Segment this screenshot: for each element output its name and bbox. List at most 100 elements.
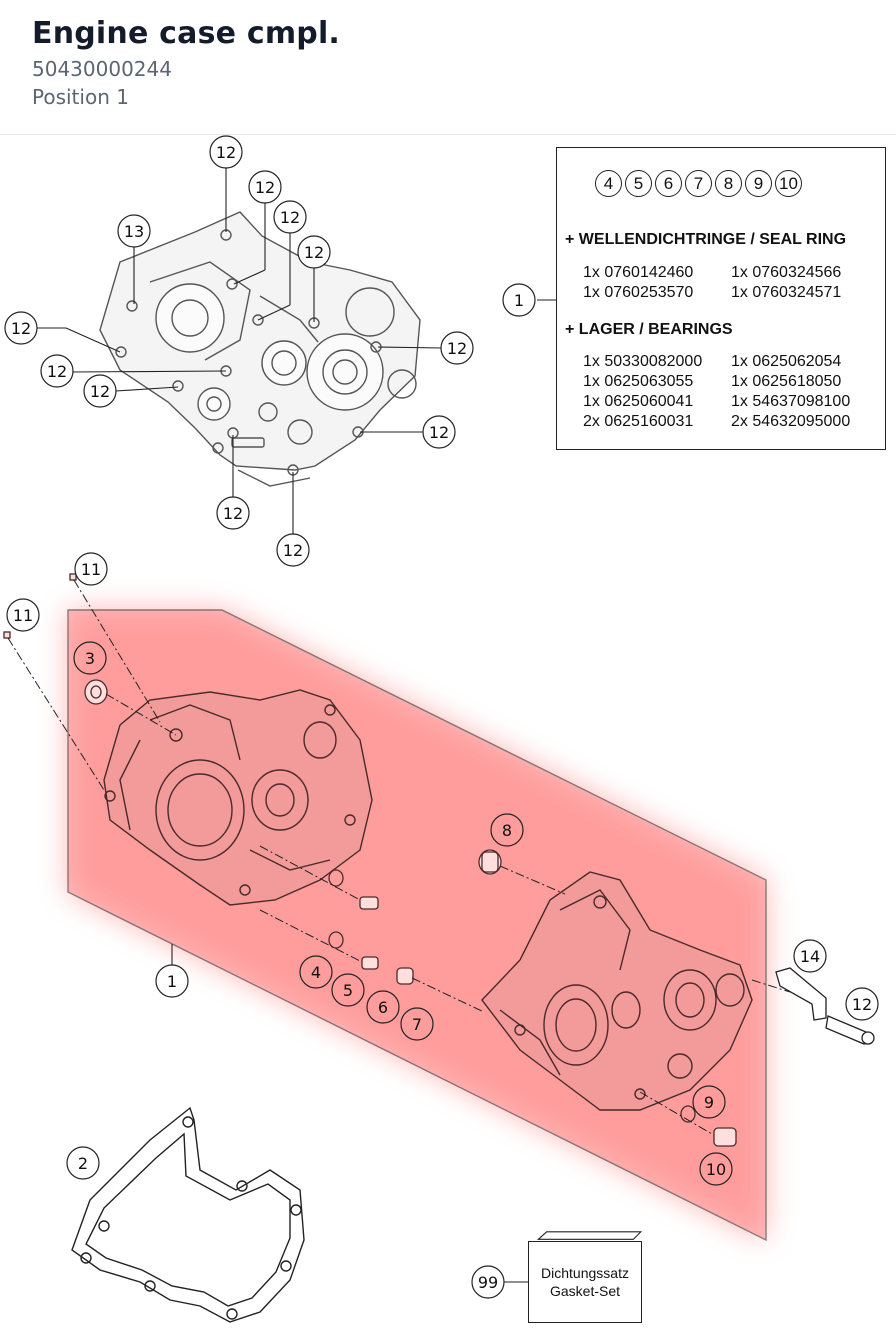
bracket-and-screw bbox=[775, 967, 875, 1045]
svg-text:2: 2 bbox=[78, 1154, 88, 1173]
callout-11-a: 11 bbox=[74, 552, 108, 586]
gasket-outline bbox=[71, 1106, 305, 1323]
svg-text:11: 11 bbox=[13, 606, 33, 625]
svg-text:12: 12 bbox=[223, 504, 243, 523]
callout-11-b: 11 bbox=[6, 598, 40, 632]
callout-12-l: 12 bbox=[845, 987, 879, 1021]
bearing-item: 1x 0625060041 bbox=[583, 393, 694, 410]
svg-text:12: 12 bbox=[90, 382, 110, 401]
callout-12-j: 12 bbox=[216, 496, 250, 530]
info-number-row: 4 5 6 7 8 9 10 bbox=[595, 170, 802, 197]
bearing-item: 2x 0625160031 bbox=[583, 413, 694, 430]
info-number: 6 bbox=[655, 170, 682, 197]
callout-12-k: 12 bbox=[276, 533, 310, 567]
svg-text:12: 12 bbox=[47, 362, 67, 381]
top-view-leaders bbox=[34, 168, 443, 534]
svg-text:12: 12 bbox=[216, 143, 236, 162]
callout-12-g: 12 bbox=[83, 374, 117, 408]
svg-text:1: 1 bbox=[167, 972, 177, 991]
svg-text:8: 8 bbox=[502, 821, 512, 840]
callouts: 12 12 12 12 13 12 12 12 12 12 12 12 1 11… bbox=[4, 135, 879, 1299]
seal-ring-item: 1x 0760324571 bbox=[731, 284, 842, 301]
page-title: Engine case cmpl. bbox=[32, 16, 341, 51]
bearing-item: 1x 0625062054 bbox=[731, 353, 842, 370]
seal-ring-list: 1x 0760142460 1x 0760324566 1x 076025357… bbox=[583, 263, 879, 303]
svg-text:10: 10 bbox=[706, 1160, 726, 1179]
callout-4: 4 bbox=[299, 955, 333, 989]
callout-12-e: 12 bbox=[4, 311, 38, 345]
small-parts bbox=[3, 573, 737, 1147]
callout-12-c: 12 bbox=[273, 200, 307, 234]
svg-text:99: 99 bbox=[478, 1273, 498, 1292]
svg-text:14: 14 bbox=[800, 947, 820, 966]
bearing-item: 1x 54637098100 bbox=[731, 393, 851, 410]
seal-ring-item: 1x 0760142460 bbox=[583, 264, 694, 281]
page-header: Engine case cmpl. 50430000244 Position 1 bbox=[0, 0, 896, 135]
callout-9: 9 bbox=[692, 1085, 726, 1119]
svg-text:12: 12 bbox=[852, 995, 872, 1014]
svg-text:12: 12 bbox=[429, 423, 449, 442]
bearing-item: 1x 0625618050 bbox=[731, 373, 842, 390]
callout-12-a: 12 bbox=[209, 135, 243, 169]
callout-13: 13 bbox=[117, 214, 151, 248]
seal-ring-item: 1x 0760324566 bbox=[731, 264, 842, 281]
callout-5: 5 bbox=[331, 973, 365, 1007]
callout-10: 10 bbox=[699, 1152, 733, 1186]
gasket-set-label-de: Dichtungssatz bbox=[541, 1265, 629, 1281]
svg-text:3: 3 bbox=[85, 649, 95, 668]
lower-leaders bbox=[171, 299, 556, 1283]
svg-text:6: 6 bbox=[378, 998, 388, 1017]
callout-8: 8 bbox=[490, 813, 524, 847]
callout-1: 1 bbox=[155, 964, 189, 998]
svg-text:5: 5 bbox=[343, 981, 353, 1000]
svg-text:12: 12 bbox=[283, 541, 303, 560]
info-number: 7 bbox=[685, 170, 712, 197]
info-number: 10 bbox=[775, 170, 802, 197]
info-number: 5 bbox=[625, 170, 652, 197]
assembly-axis-lines bbox=[7, 579, 791, 1135]
svg-text:12: 12 bbox=[11, 319, 31, 338]
callout-7: 7 bbox=[400, 1007, 434, 1041]
callout-2: 2 bbox=[66, 1146, 100, 1180]
svg-text:7: 7 bbox=[412, 1015, 422, 1034]
gasket-set-label-en: Gasket-Set bbox=[549, 1283, 621, 1299]
svg-text:9: 9 bbox=[704, 1093, 714, 1112]
svg-text:13: 13 bbox=[124, 222, 144, 241]
svg-text:11: 11 bbox=[81, 560, 101, 579]
info-number: 8 bbox=[715, 170, 742, 197]
info-number: 4 bbox=[595, 170, 622, 197]
left-case-half bbox=[103, 689, 373, 906]
callout-12-i: 12 bbox=[422, 415, 456, 449]
callout-6: 6 bbox=[366, 990, 400, 1024]
callout-12-b: 12 bbox=[248, 170, 282, 204]
parts-info-box: 4 5 6 7 8 9 10 + WELLENDICHTRINGE / SEAL… bbox=[556, 147, 886, 450]
callout-1-infobox: 1 bbox=[502, 283, 536, 317]
callout-12-f: 12 bbox=[40, 354, 74, 388]
bearings-heading: + LAGER / BEARINGS bbox=[565, 321, 733, 338]
part-number: 50430000244 bbox=[32, 57, 172, 81]
bearing-item: 1x 50330082000 bbox=[583, 353, 703, 370]
engine-case-top-view bbox=[99, 211, 421, 487]
bearing-item: 1x 0625063055 bbox=[583, 373, 694, 390]
bearings-list: 1x 50330082000 1x 0625062054 1x 06250630… bbox=[583, 352, 879, 432]
right-case-half bbox=[481, 871, 753, 1111]
svg-text:12: 12 bbox=[255, 178, 275, 197]
bearing-item: 2x 54632095000 bbox=[731, 413, 851, 430]
callout-12-h: 12 bbox=[440, 331, 474, 365]
svg-text:12: 12 bbox=[280, 208, 300, 227]
callout-3: 3 bbox=[73, 641, 107, 675]
gasket-set-box: Dichtungssatz Gasket-Set bbox=[528, 1241, 642, 1323]
seal-ring-item: 1x 0760253570 bbox=[583, 284, 694, 301]
svg-text:12: 12 bbox=[304, 243, 324, 262]
callout-14: 14 bbox=[793, 939, 827, 973]
seal-ring-heading: + WELLENDICHTRINGE / SEAL RING bbox=[565, 231, 847, 248]
callout-12-d: 12 bbox=[297, 235, 331, 269]
position-label: Position 1 bbox=[32, 85, 129, 109]
svg-text:4: 4 bbox=[311, 963, 321, 982]
svg-text:1: 1 bbox=[514, 291, 524, 310]
callout-99: 99 bbox=[471, 1265, 505, 1299]
info-number: 9 bbox=[745, 170, 772, 197]
gasket-box-top bbox=[536, 1231, 643, 1240]
svg-text:12: 12 bbox=[447, 339, 467, 358]
